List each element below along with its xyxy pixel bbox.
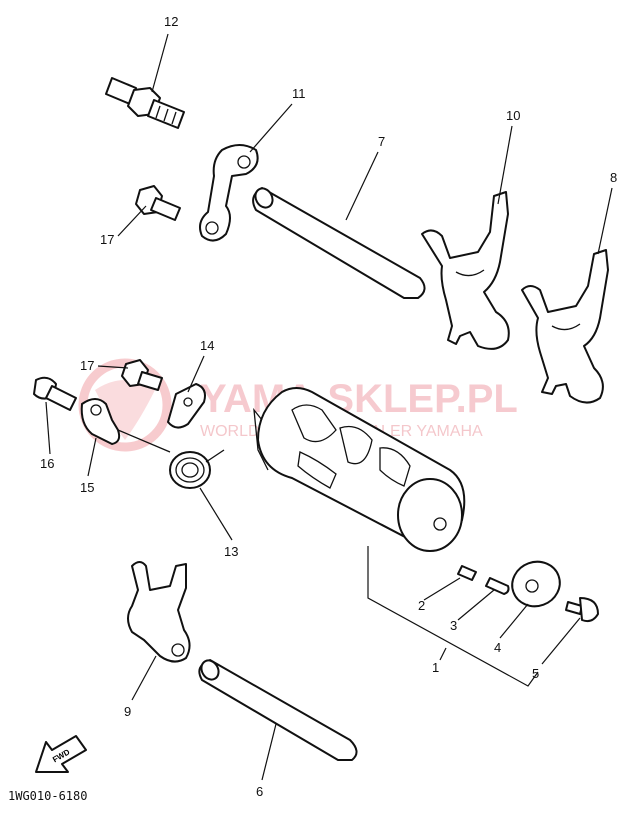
label-7: 7 [378, 134, 385, 149]
label-11: 11 [292, 86, 306, 101]
part-10-shift-fork [421, 191, 510, 350]
part-4-washer [511, 560, 561, 608]
part-12-stud-bolt [105, 77, 185, 129]
part-9-shift-fork [127, 561, 191, 663]
part-14-plate [167, 383, 206, 429]
part-7-shift-fork-shaft [252, 187, 426, 299]
label-12: 12 [164, 14, 178, 29]
label-9: 9 [124, 704, 131, 719]
label-5: 5 [532, 666, 539, 681]
label-4: 4 [494, 640, 501, 655]
label-13: 13 [224, 544, 238, 559]
label-3: 3 [450, 618, 457, 633]
leader-lines [45, 33, 613, 781]
label-16: 16 [40, 456, 54, 471]
label-8: 8 [610, 170, 617, 185]
label-17-top: 17 [100, 232, 114, 247]
part-16-bolt [33, 376, 77, 411]
label-6: 6 [256, 784, 263, 799]
label-2: 2 [418, 598, 425, 613]
label-10: 10 [506, 108, 520, 123]
part-1-shift-drum [253, 387, 466, 552]
forward-arrow: FWD [35, 735, 87, 773]
part-6-shift-fork-shaft [198, 659, 358, 761]
part-17-bolt-lower [121, 359, 163, 391]
part-2-pin [457, 565, 477, 581]
label-15: 15 [80, 480, 94, 495]
watermark-title: YAMA-SKLEP.PL [200, 377, 518, 421]
part-5-screw [565, 597, 599, 623]
part-labels: 12 11 7 10 8 17 17 14 16 15 13 2 3 4 1 5… [40, 14, 617, 799]
diagram-code: 1WG010-6180 [8, 789, 87, 803]
part-3-pin [485, 577, 510, 595]
part-15-lever [80, 398, 121, 445]
part-13-torsion-spring [117, 429, 225, 489]
label-14: 14 [200, 338, 214, 353]
label-17-lower: 17 [80, 358, 94, 373]
part-11-stopper-lever [199, 144, 259, 242]
label-1: 1 [432, 660, 439, 675]
part-8-shift-fork [521, 249, 609, 404]
part-17-bolt-top [135, 185, 181, 221]
